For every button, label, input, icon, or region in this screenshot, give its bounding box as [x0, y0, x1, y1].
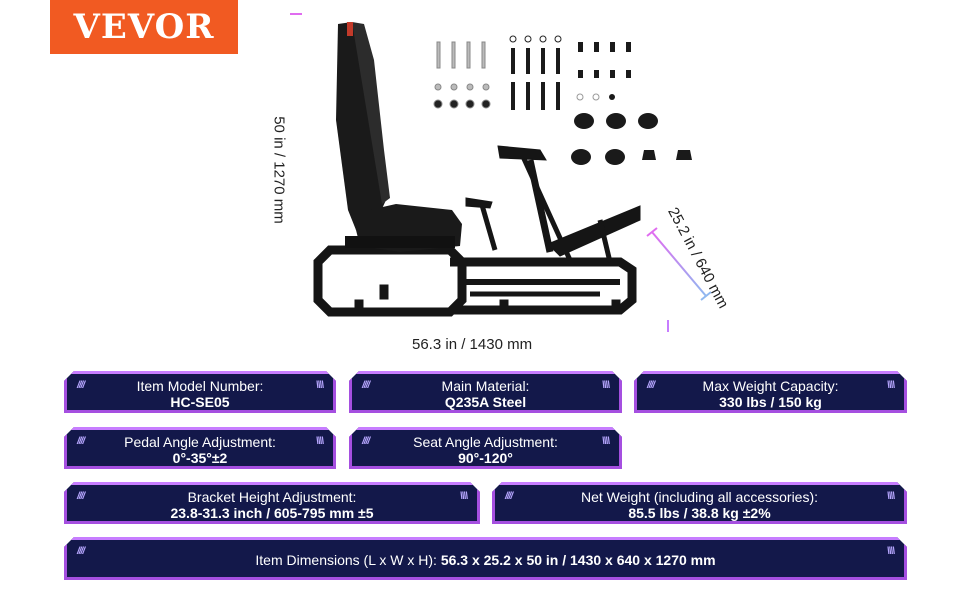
spec-label: Main Material:: [441, 378, 530, 394]
decorative-slashes: ////: [77, 491, 85, 502]
spec-model-number: //// \\\\ Item Model Number: HC-SE05: [64, 371, 336, 413]
spec-label: Seat Angle Adjustment:: [413, 434, 558, 450]
height-dimension-line: [290, 13, 302, 326]
decorative-slashes: ////: [77, 380, 85, 391]
spec-label: Net Weight (including all accessories):: [580, 489, 819, 505]
decorative-slashes: \\\\: [886, 380, 894, 391]
decorative-slashes: \\\\: [601, 436, 609, 447]
spec-value: 90°-120°: [458, 450, 513, 466]
length-dimension-line: [296, 320, 669, 332]
decorative-slashes: ////: [505, 491, 513, 502]
decorative-slashes: ////: [647, 380, 655, 391]
decorative-slashes: ////: [362, 380, 370, 391]
spec-max-weight-capacity: //// \\\\ Max Weight Capacity: 330 lbs /…: [634, 371, 907, 413]
product-illustration: [290, 13, 712, 332]
spec-label: Item Model Number:: [136, 378, 264, 394]
width-dimension-line: [646, 227, 712, 301]
hardware-accessories: [433, 35, 692, 165]
decorative-slashes: ////: [77, 546, 85, 557]
spec-pedal-angle: //// \\\\ Pedal Angle Adjustment: 0°-35°…: [64, 427, 336, 469]
decorative-slashes: \\\\: [315, 380, 323, 391]
spec-label: Pedal Angle Adjustment:: [124, 434, 276, 450]
spec-bracket-height: //// \\\\ Bracket Height Adjustment: 23.…: [64, 482, 480, 524]
spec-label: Max Weight Capacity:: [702, 378, 839, 394]
decorative-slashes: \\\\: [601, 380, 609, 391]
decorative-slashes: \\\\: [315, 436, 323, 447]
spec-label: Item Dimensions (L x W x H):: [255, 552, 437, 568]
spec-value: 23.8-31.3 inch / 605-795 mm ±5: [170, 505, 374, 521]
spec-value: 56.3 x 25.2 x 50 in / 1430 x 640 x 1270 …: [440, 552, 716, 568]
vevor-logo: VEVOR: [50, 0, 238, 54]
decorative-slashes: \\\\: [459, 491, 467, 502]
decorative-slashes: \\\\: [886, 546, 894, 557]
spec-value: HC-SE05: [170, 394, 230, 410]
spec-value: 0°-35°±2: [172, 450, 228, 466]
racing-seat: [336, 22, 462, 252]
decorative-slashes: ////: [77, 436, 85, 447]
spec-value: Q235A Steel: [444, 394, 527, 410]
spec-seat-angle: //// \\\\ Seat Angle Adjustment: 90°-120…: [349, 427, 622, 469]
spec-value: 85.5 lbs / 38.8 kg ±2%: [628, 505, 771, 521]
decorative-slashes: ////: [362, 436, 370, 447]
spec-main-material: //// \\\\ Main Material: Q235A Steel: [349, 371, 622, 413]
spec-net-weight: //// \\\\ Net Weight (including all acce…: [492, 482, 907, 524]
spec-label: Bracket Height Adjustment:: [187, 489, 357, 505]
decorative-slashes: \\\\: [886, 491, 894, 502]
height-dimension-label: 50 in / 1270 mm: [270, 116, 288, 224]
spec-item-dimensions: //// \\\\ Item Dimensions (L x W x H): 5…: [64, 537, 907, 580]
length-dimension-label: 56.3 in / 1430 mm: [412, 336, 533, 353]
spec-value: 330 lbs / 150 kg: [719, 394, 822, 410]
cockpit-frame: [313, 145, 641, 317]
